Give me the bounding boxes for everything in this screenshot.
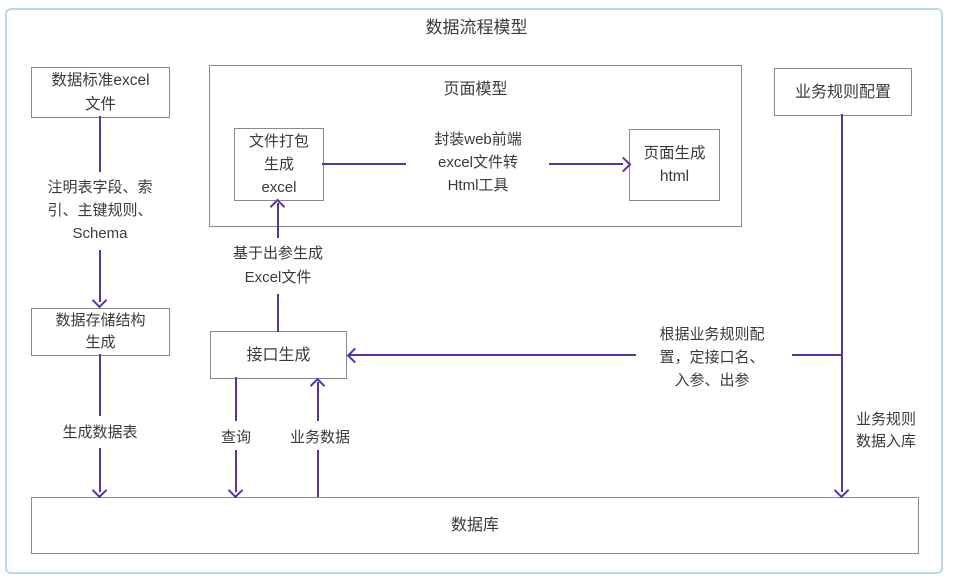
edge-rule-to-interface-line-left [348,354,636,356]
edge-label-generate-data-table: 生成数据表 [62,424,138,441]
edge-excel-to-html-line-right [549,163,623,165]
node-database: 数据库 [31,497,919,554]
edge-standard-to-storage-line-bottom [99,250,101,302]
edge-label-business-rule-data-into-db: 业务规则 数据入库 [855,411,916,450]
edge-query-line-bottom [235,450,237,492]
edge-excel-to-html-line-left [322,163,406,165]
edge-standard-to-storage-line-top [99,116,101,172]
edge-business-data-line-bottom [317,450,319,497]
edge-label-query: 查询 [220,429,251,446]
edge-query-line-top [235,377,237,421]
node-page-generate-html: 页面生成 html [629,129,720,201]
edge-rule-config-to-db-line [841,114,843,492]
edge-rule-to-interface-line-right [792,354,842,356]
edge-label-generate-excel-from-output: 基于出参生成 Excel文件 [232,245,323,286]
node-interface-generation: 接口生成 [210,331,347,379]
node-business-rule-config: 业务规则配置 [774,68,912,116]
edge-storage-to-db-line-bottom [99,448,101,492]
edge-interface-to-excel-line-top [277,203,279,238]
edge-label-wrap-web-frontend-tool: 封装web前端 excel文件转 Html工具 [434,131,522,194]
edge-storage-to-db-line-top [99,354,101,416]
edge-business-data-line-top [317,382,319,421]
node-file-package-generate-excel: 文件打包 生成 excel [234,128,324,201]
edge-label-per-business-rule-config: 根据业务规则配 置，定接口名、 入参、出参 [659,326,765,389]
edge-label-business-data: 业务数据 [289,429,350,446]
edge-label-annotate-fields: 注明表字段、索 引、主键规则、 Schema [47,179,153,242]
node-data-storage-structure-generation: 数据存储结构 生成 [31,308,170,356]
group-page-model-title: 页面模型 [443,81,508,98]
diagram-title: 数据流程模型 [425,18,528,37]
edge-interface-to-excel-line-bottom [277,294,279,332]
node-data-standard-excel-file: 数据标准excel 文件 [31,67,170,118]
